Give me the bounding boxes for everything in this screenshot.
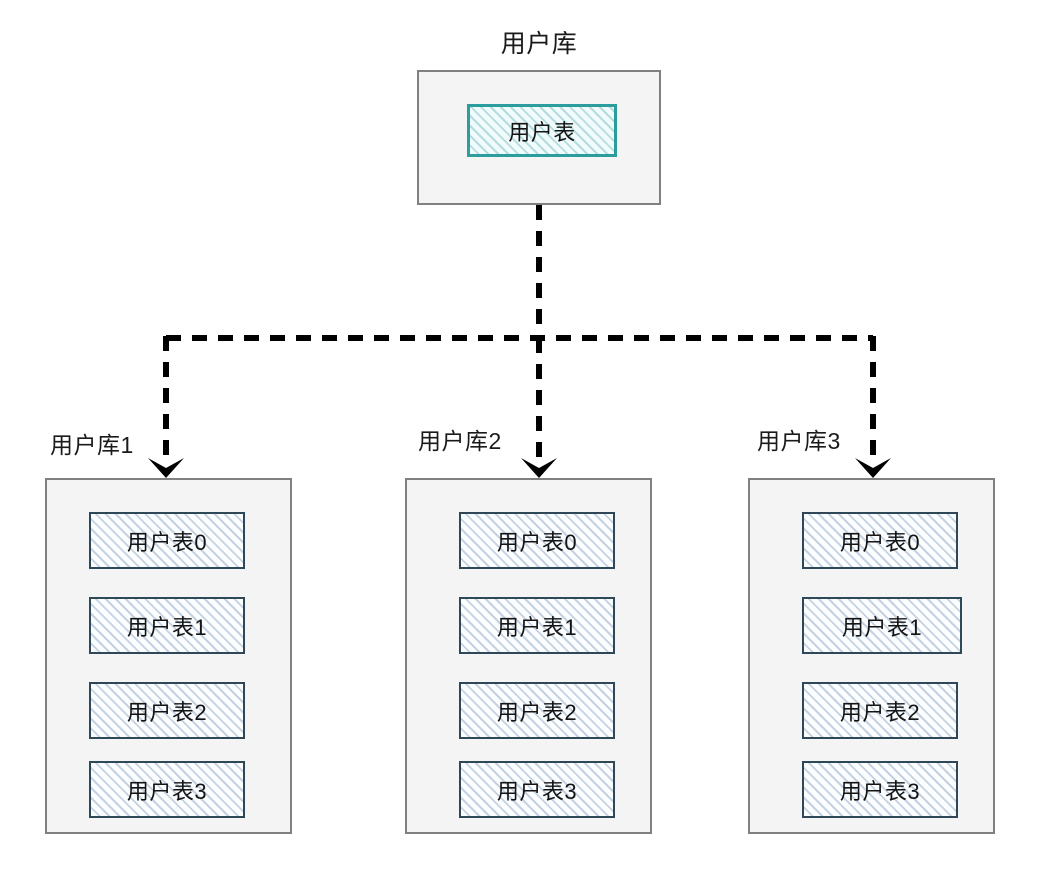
shard-2-table-box-3[interactable]: 用户表3 bbox=[459, 761, 615, 818]
shard-3-table-box-0[interactable]: 用户表0 bbox=[802, 512, 958, 569]
shard-1-table-label-0: 用户表0 bbox=[126, 529, 208, 555]
shard-db-container-3[interactable]: 用户表0 用户表1 用户表2 用户表3 bbox=[748, 478, 995, 834]
shard-1-table-label-3: 用户表3 bbox=[126, 778, 208, 804]
shard-3-table-box-2[interactable]: 用户表2 bbox=[802, 682, 958, 739]
master-db-container[interactable]: 用户表 bbox=[417, 70, 661, 205]
shard-db-label-3: 用户库3 bbox=[757, 428, 841, 454]
shard-2-table-label-1: 用户表1 bbox=[496, 614, 578, 640]
shard-1-table-label-1: 用户表1 bbox=[126, 614, 208, 640]
shard-2-table-label-2: 用户表2 bbox=[496, 699, 578, 725]
shard-2-table-box-0[interactable]: 用户表0 bbox=[459, 512, 615, 569]
shard-3-table-label-3: 用户表3 bbox=[839, 778, 921, 804]
shard-2-table-label-0: 用户表0 bbox=[496, 529, 578, 555]
arrow-down-icon-3 bbox=[855, 458, 891, 478]
arrow-down-icon-1 bbox=[148, 458, 184, 478]
shard-1-table-box-3[interactable]: 用户表3 bbox=[89, 761, 245, 818]
shard-3-table-label-1: 用户表1 bbox=[841, 614, 923, 640]
shard-1-table-box-0[interactable]: 用户表0 bbox=[89, 512, 245, 569]
shard-1-table-box-1[interactable]: 用户表1 bbox=[89, 597, 245, 654]
shard-2-table-box-2[interactable]: 用户表2 bbox=[459, 682, 615, 739]
shard-1-table-box-2[interactable]: 用户表2 bbox=[89, 682, 245, 739]
shard-1-table-label-2: 用户表2 bbox=[126, 699, 208, 725]
shard-3-table-box-1[interactable]: 用户表1 bbox=[802, 597, 962, 654]
master-table-label-0: 用户表 bbox=[508, 119, 576, 145]
master-db-title: 用户库 bbox=[500, 30, 578, 58]
shard-db-label-2: 用户库2 bbox=[418, 428, 502, 454]
shard-db-container-1[interactable]: 用户表0 用户表1 用户表2 用户表3 bbox=[45, 478, 292, 834]
shard-db-container-2[interactable]: 用户表0 用户表1 用户表2 用户表3 bbox=[405, 478, 652, 834]
shard-db-label-1: 用户库1 bbox=[50, 432, 134, 458]
master-table-box-0[interactable]: 用户表 bbox=[467, 104, 617, 157]
shard-3-table-label-0: 用户表0 bbox=[839, 529, 921, 555]
shard-3-table-label-2: 用户表2 bbox=[839, 699, 921, 725]
shard-2-table-label-3: 用户表3 bbox=[496, 778, 578, 804]
shard-3-table-box-3[interactable]: 用户表3 bbox=[802, 761, 958, 818]
shard-2-table-box-1[interactable]: 用户表1 bbox=[459, 597, 615, 654]
arrow-down-icon-2 bbox=[521, 458, 557, 478]
